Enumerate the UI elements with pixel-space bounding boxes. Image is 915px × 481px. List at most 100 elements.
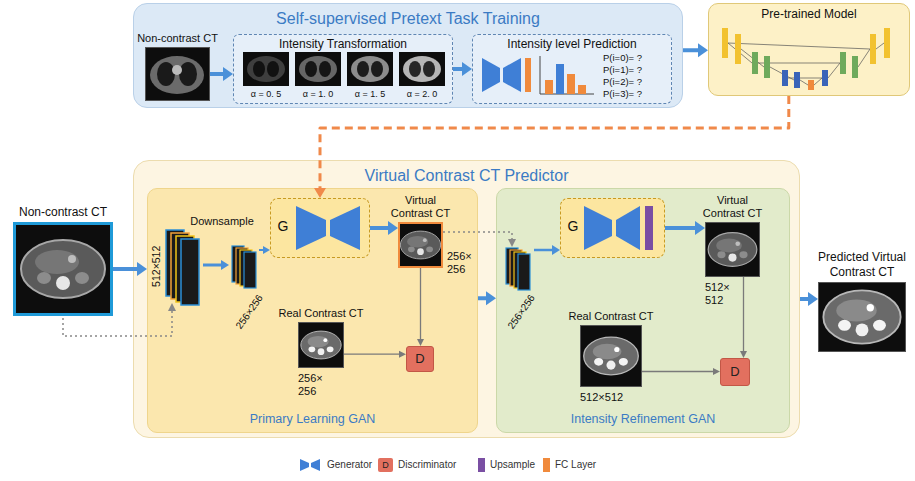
size-label: 512×512 — [580, 391, 623, 404]
intensity-images-part — [305, 61, 317, 77]
size-label: 512×512 — [151, 245, 164, 286]
intensity-images-part — [247, 56, 285, 82]
connector — [642, 368, 720, 375]
generator-letter: G — [278, 218, 289, 235]
network-icon-part — [800, 80, 808, 85]
bar-chart — [540, 56, 594, 94]
intensity-images-part — [243, 52, 289, 86]
connector — [113, 262, 147, 276]
legend-text: Generator — [327, 459, 372, 471]
ct-chest-image — [150, 56, 204, 94]
arrowhead — [399, 351, 406, 358]
dotted-link — [63, 232, 516, 336]
box-title: Pre-trained Model — [761, 7, 856, 21]
dotted-link-part — [63, 311, 172, 336]
connector — [683, 43, 708, 57]
generator-icon-part — [616, 206, 640, 250]
connector — [314, 96, 789, 198]
discriminator-letter: D — [730, 364, 739, 380]
legend-text: FC Layer — [555, 459, 596, 471]
image-stack-part — [518, 254, 530, 290]
intensity-images-part — [409, 61, 421, 77]
arrowhead — [713, 368, 720, 375]
network-icon-part — [764, 56, 770, 78]
bar-chart-part — [578, 85, 586, 94]
arrowhead — [388, 221, 398, 235]
size-label: 256× 256 — [298, 372, 323, 398]
intensity-images-part — [295, 52, 341, 86]
connector-line — [420, 268, 421, 341]
connector-line — [370, 226, 391, 230]
legend-swatch — [543, 458, 550, 472]
legend-swatch — [478, 458, 485, 472]
arrowhead — [223, 67, 233, 81]
image-caption: Real Contrast CT — [569, 310, 654, 323]
intensity-images-part — [399, 52, 445, 86]
discriminator-letter: D — [415, 351, 424, 367]
bar-chart-part — [567, 74, 575, 94]
generator-icon-part — [645, 206, 653, 250]
arrowhead — [314, 188, 326, 198]
alpha-label: α = 1. 5 — [355, 89, 385, 100]
alpha-label: α = 1. 0 — [303, 89, 333, 100]
panel-title: Primary Learning GAN — [250, 412, 376, 427]
legend-letter: D — [382, 460, 389, 471]
dotted-link-part — [443, 232, 512, 240]
intensity-images-part — [357, 61, 369, 77]
panel: Virtual Contrast CT PredictorPrimary Lea… — [133, 160, 800, 438]
legend-text: Discriminator — [398, 459, 456, 471]
flow-arrow-part — [263, 246, 270, 254]
network-icon-part — [808, 80, 814, 90]
box-title: Intensity level Prediction — [507, 37, 636, 51]
network-icon-part — [884, 28, 890, 58]
connector — [665, 221, 705, 235]
generator-icon-part — [330, 206, 360, 250]
panel-title: Self-supervised Pretext Task Training — [276, 9, 540, 28]
connector — [800, 292, 818, 306]
ct-chest-image-part — [150, 56, 204, 94]
network-icon-part — [782, 70, 788, 86]
image-caption: Non-contrast CT — [19, 205, 107, 219]
arrowhead — [698, 43, 708, 57]
discriminator-box: D — [720, 358, 750, 386]
ct-chest-image-part — [172, 65, 182, 75]
flow-arrow-part — [203, 264, 222, 267]
generator-icon — [482, 58, 531, 92]
network-icon-part — [828, 63, 840, 78]
network-icon-part — [852, 56, 858, 78]
legend-icon-part — [300, 459, 309, 471]
connector-line — [743, 277, 744, 353]
connector — [453, 62, 472, 76]
connector-line — [642, 371, 715, 372]
generator-letter: G — [568, 218, 579, 235]
alpha-label: α = 2. 0 — [407, 89, 437, 100]
bar-chart-part — [556, 64, 564, 94]
probability-label: P(i=1)= ? — [603, 64, 642, 75]
network-icon-part — [822, 70, 828, 86]
arrowhead — [486, 291, 496, 305]
image-caption: Predicted Virtual Contrast CT — [814, 250, 910, 279]
connector — [344, 351, 406, 358]
network-icon-part — [876, 43, 884, 49]
legend-text: Upsample — [490, 459, 535, 471]
generator-icon-part — [296, 206, 326, 250]
image-stack-part — [181, 239, 199, 305]
intensity-images-part — [371, 61, 383, 77]
generator-icon-part — [503, 58, 521, 92]
generator-icon-part — [525, 58, 531, 92]
image-caption: Virtual Contrast CT — [388, 194, 454, 220]
arrowhead — [462, 62, 472, 76]
intensity-images-part — [253, 61, 265, 77]
network-icon — [722, 28, 890, 90]
panel-title: Virtual Contrast CT Predictor — [365, 166, 569, 185]
probability-label: P(i=3)= ? — [603, 88, 642, 99]
flow-arrow-part — [534, 249, 553, 252]
network-icon-part — [870, 34, 876, 64]
image-caption: Non-contrast CT — [137, 32, 218, 45]
dotted-link-part — [508, 239, 516, 247]
arrowhead — [417, 339, 424, 346]
panel-title: Intensity Refinement GAN — [571, 412, 716, 427]
